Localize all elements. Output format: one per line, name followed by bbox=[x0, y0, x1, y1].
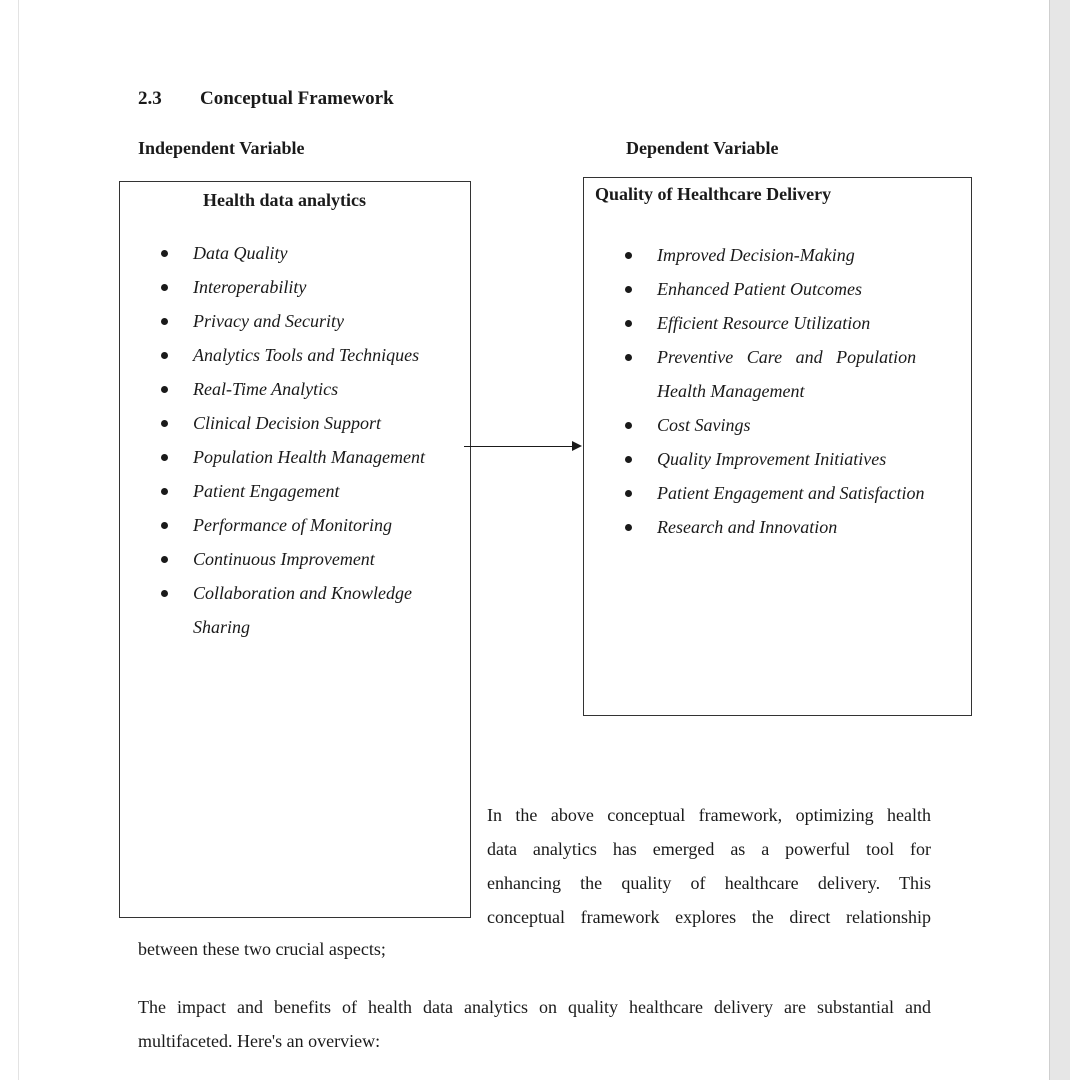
list-item: Interoperability bbox=[157, 270, 467, 304]
list-item: Clinical Decision Support bbox=[157, 406, 467, 440]
list-item: Research and Innovation bbox=[621, 510, 966, 544]
list-item: Real-Time Analytics bbox=[157, 372, 467, 406]
paragraph-line: data analytics has emerged as a powerful… bbox=[487, 839, 931, 859]
section-number: 2.3 bbox=[138, 88, 162, 109]
paragraph-line: In the above conceptual framework, optim… bbox=[487, 805, 931, 825]
list-item: Analytics Tools and Techniques bbox=[157, 338, 467, 372]
paragraph-line: multifaceted. Here's an overview: bbox=[138, 1031, 381, 1051]
list-item: Performance of Monitoring bbox=[157, 508, 467, 542]
framework-explanation-paragraph: In the above conceptual framework, optim… bbox=[487, 798, 931, 934]
independent-items-list: Data Quality Interoperability Privacy an… bbox=[157, 236, 467, 644]
list-item: Continuous Improvement bbox=[157, 542, 467, 576]
list-item-continuation: Sharing bbox=[193, 617, 251, 637]
independent-variable-box: Health data analytics Data Quality Inter… bbox=[119, 181, 471, 918]
dependent-variable-box: Quality of Healthcare Delivery Improved … bbox=[583, 177, 972, 716]
arrow-head-icon bbox=[572, 441, 582, 451]
list-item: Population Health Management bbox=[157, 440, 467, 474]
paragraph-line: enhancing the quality of healthcare deli… bbox=[487, 873, 931, 893]
list-item: Patient Engagement bbox=[157, 474, 467, 508]
paragraph-line: The impact and benefits of health data a… bbox=[138, 997, 931, 1017]
impact-paragraph: The impact and benefits of health data a… bbox=[138, 990, 931, 1058]
list-item: Enhanced Patient Outcomes bbox=[621, 272, 966, 306]
independent-variable-label: Independent Variable bbox=[138, 138, 305, 158]
dependent-variable-label: Dependent Variable bbox=[626, 138, 779, 158]
dependent-items-list: Improved Decision-Making Enhanced Patien… bbox=[621, 238, 966, 544]
dependent-box-title: Quality of Healthcare Delivery bbox=[595, 184, 832, 204]
list-item-continuation: Health Management bbox=[657, 381, 805, 401]
page-scroll-gutter bbox=[1049, 0, 1070, 1080]
list-item: Efficient Resource Utilization bbox=[621, 306, 966, 340]
section-title: Conceptual Framework bbox=[200, 88, 394, 109]
list-item: Privacy and Security bbox=[157, 304, 467, 338]
independent-box-title: Health data analytics bbox=[203, 190, 367, 210]
paragraph-continuation: between these two crucial aspects; bbox=[138, 939, 386, 959]
relationship-arrow-line bbox=[464, 446, 574, 447]
list-item: Data Quality bbox=[157, 236, 467, 270]
list-item: Patient Engagement and Satisfaction bbox=[621, 476, 966, 510]
page-margin-left bbox=[0, 0, 19, 1080]
paragraph-line: conceptual framework explores the direct… bbox=[487, 907, 931, 927]
list-item: Improved Decision-Making bbox=[621, 238, 966, 272]
list-item: Cost Savings bbox=[621, 408, 966, 442]
list-item: Quality Improvement Initiatives bbox=[621, 442, 966, 476]
